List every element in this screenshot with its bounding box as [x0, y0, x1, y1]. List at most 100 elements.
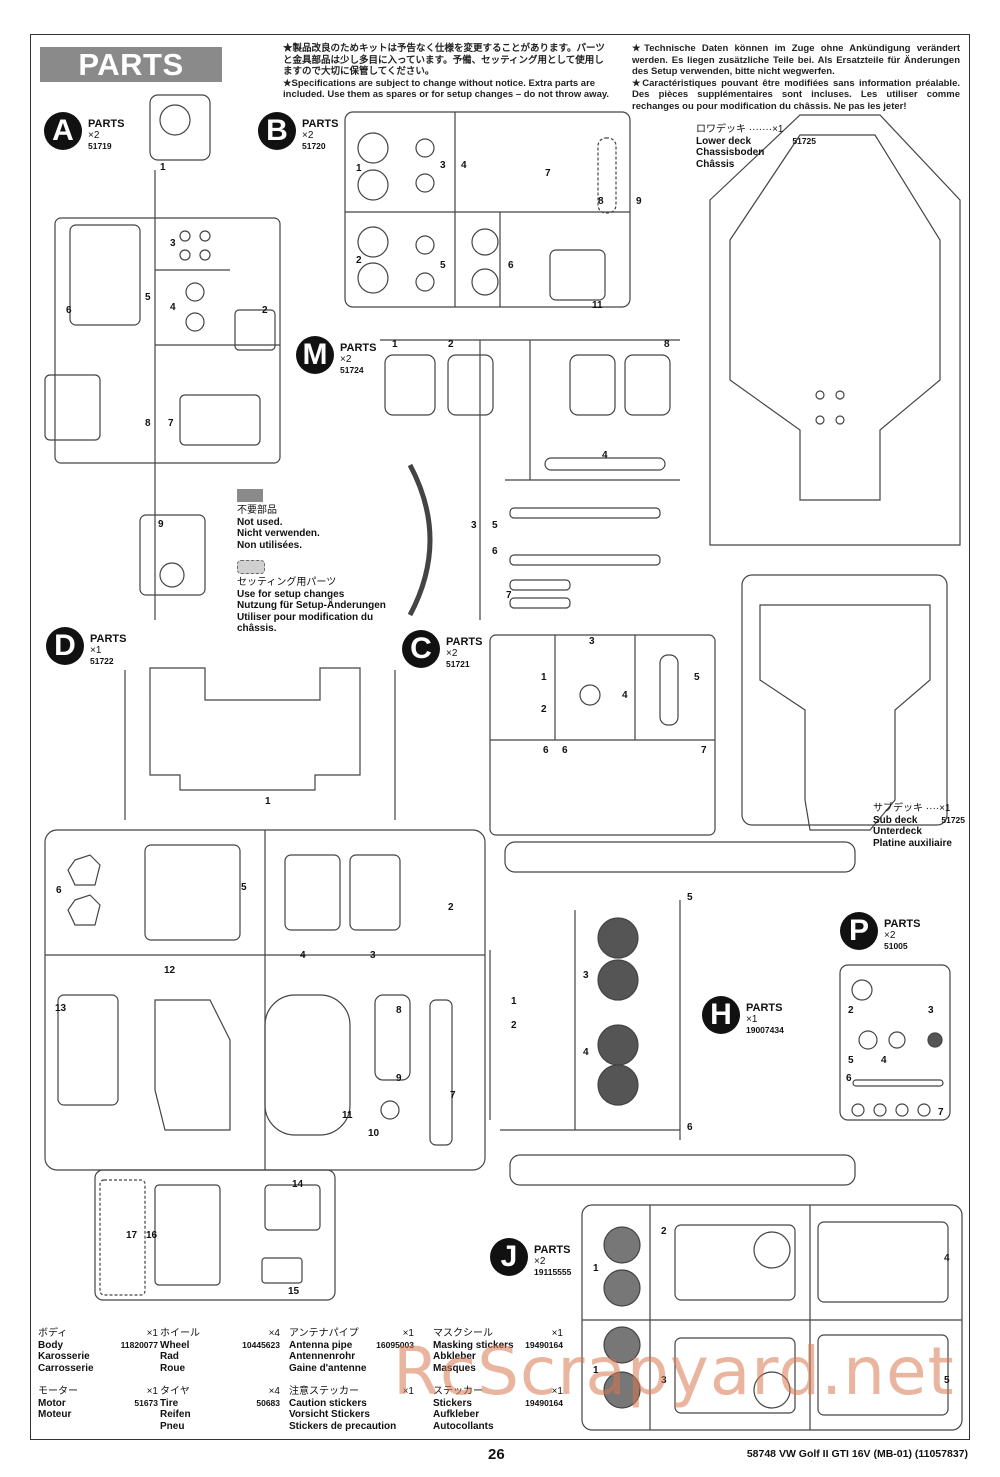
part-number-m1: 1 [392, 339, 398, 350]
part-number-h6: 6 [687, 1122, 693, 1133]
legend: 不要部品 Not used. Nicht verwenden. Non util… [237, 489, 407, 635]
part-number-p5: 5 [848, 1055, 854, 1066]
part-number-d4: 4 [300, 950, 306, 961]
part-number-m4: 4 [602, 450, 608, 461]
part-number-h2: 2 [511, 1020, 517, 1031]
sprue-j-frame [581, 1204, 963, 1431]
part-number-a1: 1 [160, 162, 166, 173]
part-number-m6: 6 [492, 546, 498, 557]
legend-setup-de: Nutzung für Setup-Änderungen [237, 600, 386, 611]
accessory-code: 51673 [134, 1397, 158, 1408]
part-number-p6: 6 [846, 1073, 852, 1084]
sprue-letter-a: A [44, 112, 82, 150]
accessory-code: 19490164 [525, 1339, 563, 1350]
sprue-d-frame [44, 667, 486, 1301]
accessory-jp: マスクシール [433, 1328, 493, 1339]
sprue-code: 51719 [88, 141, 112, 151]
lower-deck-de: Chassisboden [696, 147, 765, 158]
part-number-c2: 2 [541, 704, 547, 715]
note-en: ★Specifications are subject to change wi… [283, 77, 610, 101]
sprue-label: PARTS [340, 342, 377, 354]
sub-deck-drawing [741, 574, 948, 831]
legend-setup-fr: Utiliser pour modification du châssis. [237, 611, 374, 635]
part-number-m5: 5 [492, 520, 498, 531]
accessory-fr: Carrosserie [38, 1362, 94, 1374]
sub-deck-en: Sub deck [873, 814, 918, 826]
legend-not-used-jp: 不要部品 [237, 505, 277, 516]
part-number-h5: 5 [687, 892, 693, 903]
part-number-d10: 10 [368, 1128, 380, 1139]
accessory-jp: モーター [38, 1386, 78, 1397]
setup-swatch [237, 560, 265, 574]
part-number-d1: 1 [265, 796, 271, 807]
accessory-de: Reifen [160, 1409, 191, 1420]
accessory-qty: ×1 [146, 1328, 158, 1339]
sprue-code: 51720 [302, 141, 326, 151]
accessory-fr: Pneu [160, 1420, 185, 1432]
part-number-b8: 8 [598, 196, 604, 207]
accessory-de: Antennenrohr [289, 1351, 356, 1362]
sprue-code: 51721 [446, 659, 470, 669]
legend-not-used-en: Not used. [237, 516, 283, 528]
accessory-jp: ボディ [38, 1328, 68, 1339]
part-number-d13: 13 [55, 1003, 67, 1014]
page-number: 26 [488, 1446, 505, 1463]
legend-not-used-de: Nicht verwenden. [237, 528, 320, 539]
part-number-c1: 1 [541, 672, 547, 683]
not-used-swatch [237, 489, 263, 502]
part-number-b7: 7 [545, 168, 551, 179]
part-number-j1b: 1 [593, 1365, 599, 1376]
part-number-c5: 5 [694, 672, 700, 683]
legend-setup-en: Use for setup changes [237, 588, 345, 600]
note-jp: ★製品改良のためキットは予告なく仕様を変更することがあります。パーツと金具部品は… [283, 43, 605, 77]
accessory-en: Masking stickers [433, 1339, 514, 1351]
part-number-b9: 9 [636, 196, 642, 207]
part-number-p7: 7 [938, 1107, 944, 1118]
accessory-fr: Gaine d'antenne [289, 1362, 367, 1374]
sprue-h-frame [489, 900, 856, 1186]
accessory-fr: Stickers de precaution [289, 1420, 397, 1432]
sprue-label: PARTS [88, 118, 125, 130]
accessory-qty: ×1 [402, 1386, 414, 1397]
sprue-qty: ×1 [90, 645, 102, 656]
legend-not-used-fr: Non utilisées. [237, 539, 303, 551]
accessory-qty: ×1 [402, 1328, 414, 1339]
lower-deck-en: Lower deck [696, 135, 752, 147]
part-number-d5: 5 [241, 882, 247, 893]
part-number-j1a: 1 [593, 1263, 599, 1274]
part-number-h3: 3 [583, 970, 589, 981]
accessory-qty: ×1 [551, 1386, 563, 1397]
sprue-c-frame [489, 634, 856, 873]
part-number-j3: 3 [661, 1375, 667, 1386]
sprue-label: PARTS [884, 918, 921, 930]
part-number-p4: 4 [881, 1055, 887, 1066]
part-number-c3: 3 [589, 636, 595, 647]
accessory-code: 11820077 [120, 1339, 158, 1350]
accessory-en: Stickers [433, 1397, 472, 1409]
accessory-jp: ホイール [160, 1328, 200, 1339]
sprue-qty: ×1 [746, 1014, 758, 1025]
sprue-letter-b: B [258, 112, 296, 150]
part-number-b1: 1 [356, 163, 362, 174]
watermark: RcScrapyard.net [393, 1333, 955, 1410]
part-number-d2: 2 [448, 902, 454, 913]
part-number-d3: 3 [370, 950, 376, 961]
sprue-qty: ×2 [88, 130, 100, 141]
part-number-b11: 11 [592, 300, 603, 311]
part-number-j4: 4 [944, 1253, 950, 1264]
accessory-de: Abkleber [433, 1351, 476, 1362]
accessory-de: Rad [160, 1351, 179, 1362]
part-number-d8: 8 [396, 1005, 402, 1016]
sprue-label: PARTS [302, 118, 339, 130]
